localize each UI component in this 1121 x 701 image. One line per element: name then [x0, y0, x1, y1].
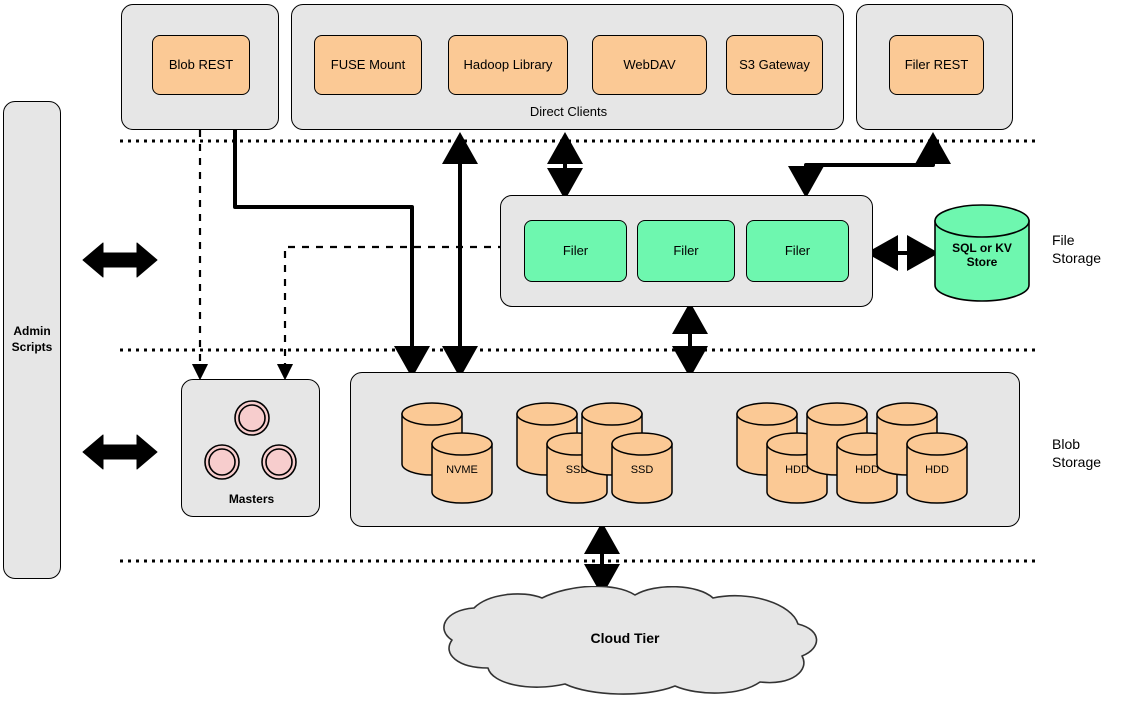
filer-rest-group[interactable]: Filer REST	[856, 4, 1013, 130]
s3-gateway-node[interactable]: S3 Gateway	[726, 35, 823, 95]
nvme-cylinders	[401, 402, 493, 504]
direct-clients-caption: Direct Clients	[529, 103, 608, 119]
filer-rest-node[interactable]: Filer REST	[889, 35, 984, 95]
hdd-cylinders-2	[806, 402, 898, 504]
link-filertier-masters	[276, 245, 505, 381]
sql-kv-store-node[interactable]: SQL or KV Store	[932, 203, 1032, 303]
masters-group[interactable]: Masters	[181, 379, 320, 517]
tier-label-blob-storage: Blob Storage	[1052, 436, 1102, 470]
link-blobrest-volumes	[233, 130, 430, 378]
admin-scripts-label: Admin Scripts	[11, 324, 53, 354]
cloud-tier-node[interactable]: Cloud Tier	[430, 585, 820, 696]
admin-arrow-blob-storage	[82, 434, 158, 470]
filer-rest-label: Filer REST	[904, 56, 969, 72]
link-filerrest-filers	[788, 132, 951, 198]
direct-clients-group[interactable]: FUSE Mount Hadoop Library WebDAV S3 Gate…	[291, 4, 844, 130]
filer-cluster-group[interactable]: Filer Filer Filer	[500, 195, 873, 307]
filer-node-3-label: Filer	[784, 242, 811, 258]
ssd-cluster-2[interactable]: SSD	[579, 400, 689, 505]
admin-scripts-panel[interactable]: Admin Scripts	[3, 101, 61, 579]
webdav-label: WebDAV	[623, 56, 676, 72]
cloud-tier-label: Cloud Tier	[590, 630, 660, 646]
hdd-cluster-2[interactable]: HDD	[804, 400, 914, 505]
admin-arrow-file-storage	[82, 242, 158, 278]
filer-node-1[interactable]: Filer	[524, 220, 627, 282]
filer-node-2-label: Filer	[673, 242, 699, 258]
master-nodes-icon	[204, 400, 297, 480]
tier-label-file-storage: File Storage	[1052, 232, 1102, 266]
filer-node-1-label: Filer	[562, 242, 589, 258]
blob-storage-group[interactable]: NVME SSD	[350, 372, 1020, 527]
hdd-cylinders-3	[876, 402, 968, 504]
sql-kv-store-cylinder	[934, 204, 1030, 302]
hadoop-library-node[interactable]: Hadoop Library	[448, 35, 568, 95]
filer-node-3[interactable]: Filer	[746, 220, 849, 282]
nvme-cluster[interactable]: NVME	[399, 400, 509, 505]
hdd-cluster-3[interactable]: HDD	[874, 400, 984, 505]
blob-rest-group[interactable]: Blob REST	[121, 4, 279, 130]
webdav-node[interactable]: WebDAV	[592, 35, 707, 95]
fuse-mount-node[interactable]: FUSE Mount	[314, 35, 422, 95]
hadoop-library-label: Hadoop Library	[463, 56, 553, 72]
cloud-shape	[443, 585, 818, 695]
blob-rest-node[interactable]: Blob REST	[152, 35, 250, 95]
masters-label: Masters	[228, 492, 275, 506]
fuse-mount-label: FUSE Mount	[330, 56, 406, 72]
ssd-cylinders-2	[581, 402, 673, 504]
filer-node-2[interactable]: Filer	[637, 220, 735, 282]
blob-rest-label: Blob REST	[168, 56, 234, 72]
s3-gateway-label: S3 Gateway	[739, 56, 810, 72]
